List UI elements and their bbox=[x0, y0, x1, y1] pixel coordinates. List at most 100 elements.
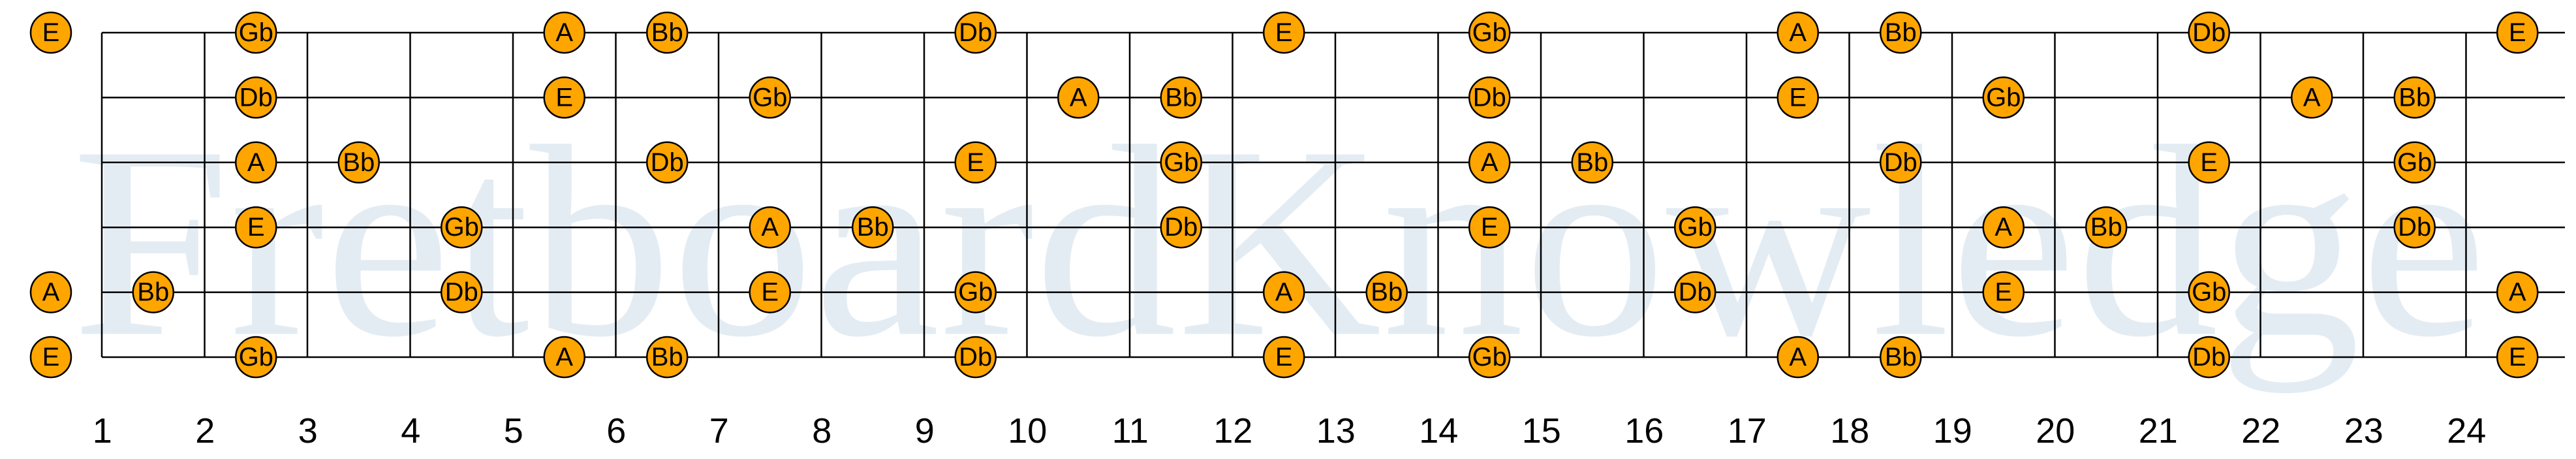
note-label: Db bbox=[240, 83, 273, 112]
note-circle bbox=[2496, 271, 2539, 313]
note-marker: Bb bbox=[1571, 141, 1613, 184]
note-marker: E bbox=[749, 271, 791, 313]
note-circle bbox=[1468, 206, 1511, 249]
note-label: Bb bbox=[1885, 18, 1917, 47]
note-marker: Db bbox=[954, 336, 997, 379]
note-marker: Gb bbox=[1468, 11, 1511, 54]
note-marker: Db bbox=[2188, 336, 2230, 379]
note-label: Gb bbox=[2192, 278, 2226, 307]
note-label: E bbox=[1481, 213, 1498, 242]
note-label: E bbox=[2509, 18, 2526, 47]
note-circle bbox=[646, 336, 689, 379]
note-label: Bb bbox=[2398, 83, 2430, 112]
note-circle bbox=[235, 336, 277, 379]
fret-number: 17 bbox=[1728, 411, 1767, 451]
note-marker: E bbox=[1263, 11, 1305, 54]
note-circle bbox=[2393, 141, 2436, 184]
note-marker: Db bbox=[2188, 11, 2230, 54]
note-marker: E bbox=[1263, 336, 1305, 379]
note-marker: E bbox=[543, 76, 585, 119]
note-label: E bbox=[2509, 343, 2526, 372]
note-label: Db bbox=[1473, 83, 1506, 112]
note-marker: E bbox=[2496, 336, 2539, 379]
fret-number: 10 bbox=[1008, 411, 1047, 451]
fret-number: 13 bbox=[1316, 411, 1356, 451]
note-marker: A bbox=[1982, 206, 2025, 249]
note-marker: Db bbox=[1468, 76, 1511, 119]
note-label: Bb bbox=[2090, 213, 2122, 242]
fret-number: 21 bbox=[2139, 411, 2178, 451]
note-label: E bbox=[967, 148, 984, 177]
note-circle bbox=[1982, 76, 2025, 119]
note-marker: Gb bbox=[749, 76, 791, 119]
note-circle bbox=[1468, 336, 1511, 379]
note-circle bbox=[132, 271, 174, 313]
note-circle bbox=[954, 141, 997, 184]
note-marker: Bb bbox=[1880, 336, 1922, 379]
note-label: A bbox=[42, 278, 60, 307]
fret-number: 2 bbox=[195, 411, 215, 451]
fret-number: 11 bbox=[1112, 411, 1149, 451]
note-circle bbox=[337, 141, 380, 184]
note-label: A bbox=[2303, 83, 2321, 112]
fret-number: 7 bbox=[709, 411, 729, 451]
note-label: Db bbox=[1164, 213, 1198, 242]
fret-number: 18 bbox=[1830, 411, 1869, 451]
note-marker: A bbox=[29, 271, 72, 313]
note-circle bbox=[1982, 271, 2025, 313]
note-marker: E bbox=[1468, 206, 1511, 249]
fret-number: 9 bbox=[915, 411, 935, 451]
fret-number: 14 bbox=[1419, 411, 1458, 451]
note-label: E bbox=[247, 213, 265, 242]
note-circle bbox=[749, 271, 791, 313]
note-label: Gb bbox=[239, 343, 273, 372]
note-marker: Db bbox=[1880, 141, 1922, 184]
fret-number: 8 bbox=[812, 411, 831, 451]
note-circle bbox=[235, 11, 277, 54]
note-label: E bbox=[1275, 18, 1293, 47]
note-label: Gb bbox=[2397, 148, 2432, 177]
note-circle bbox=[1674, 206, 1716, 249]
note-circle bbox=[2393, 206, 2436, 249]
note-label: Gb bbox=[958, 278, 993, 307]
note-circle bbox=[235, 206, 277, 249]
note-label: A bbox=[1789, 18, 1807, 47]
note-marker: Bb bbox=[1365, 271, 1408, 313]
note-label: Db bbox=[959, 18, 992, 47]
fret-number: 4 bbox=[401, 411, 420, 451]
note-circle bbox=[954, 336, 997, 379]
note-label: E bbox=[555, 83, 573, 112]
note-label: Bb bbox=[1576, 148, 1608, 177]
fret-number: 5 bbox=[504, 411, 523, 451]
note-circle bbox=[1468, 141, 1511, 184]
fret-number: 19 bbox=[1933, 411, 1972, 451]
note-label: Gb bbox=[1472, 18, 1507, 47]
note-label: Gb bbox=[444, 213, 479, 242]
note-circle bbox=[1571, 141, 1613, 184]
note-marker: Gb bbox=[1468, 336, 1511, 379]
fret-number: 24 bbox=[2447, 411, 2486, 451]
note-label: E bbox=[42, 343, 60, 372]
note-circle bbox=[1777, 11, 1819, 54]
note-circle bbox=[441, 271, 483, 313]
note-label: Db bbox=[2192, 18, 2226, 47]
note-marker: Bb bbox=[1880, 11, 1922, 54]
note-marker: A bbox=[1468, 141, 1511, 184]
note-circle bbox=[543, 336, 585, 379]
note-label: A bbox=[1789, 343, 1807, 372]
note-marker: E bbox=[29, 336, 72, 379]
note-marker: Gb bbox=[235, 336, 277, 379]
note-label: A bbox=[1070, 83, 1087, 112]
fret-number: 15 bbox=[1522, 411, 1561, 451]
note-marker: Db bbox=[235, 76, 277, 119]
note-marker: Bb bbox=[337, 141, 380, 184]
note-circle bbox=[1365, 271, 1408, 313]
note-circle bbox=[852, 206, 894, 249]
note-circle bbox=[1468, 11, 1511, 54]
note-label: Gb bbox=[239, 18, 273, 47]
note-label: A bbox=[2509, 278, 2526, 307]
note-circle bbox=[2085, 206, 2128, 249]
note-label: E bbox=[42, 18, 60, 47]
